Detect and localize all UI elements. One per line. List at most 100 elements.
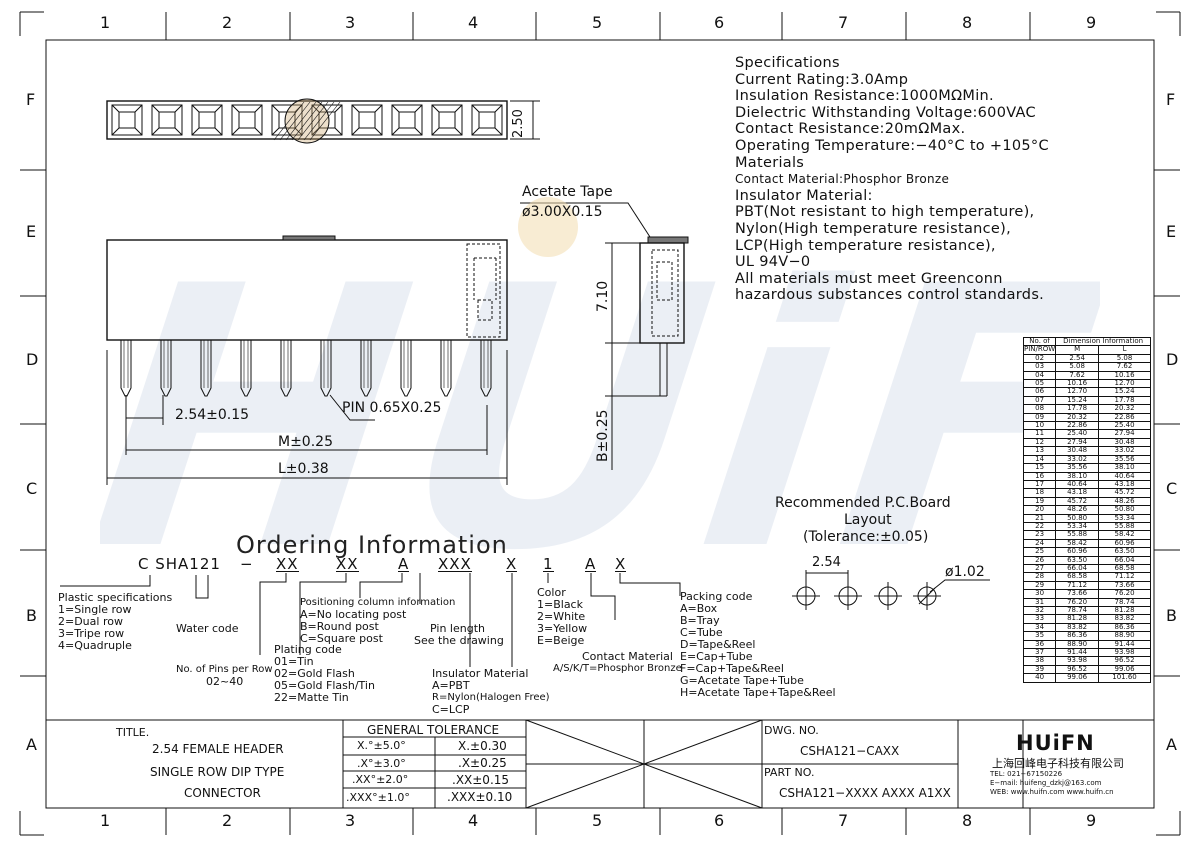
- dim-head: Dimension Information: [1055, 336, 1151, 347]
- tolerance-cell: .XXX±0.10: [447, 790, 513, 804]
- spec-line: Operating Temperature:−40°C to +105°C: [735, 137, 1049, 154]
- pitch-label: 2.54±0.15: [175, 407, 250, 423]
- contact-bevel: [311, 104, 343, 136]
- col-label-bottom: 6: [714, 811, 725, 830]
- table-cell: 33.02: [1098, 446, 1151, 456]
- positioning-line: C=Square post: [300, 632, 383, 645]
- table-cell: 35.56: [1055, 463, 1100, 473]
- spec-line: hazardous substances control standards.: [735, 287, 1045, 304]
- positioning-line: Positioning column information: [300, 597, 456, 608]
- packing-line: D=Tape&Reel: [680, 638, 756, 651]
- color-line: 3=Yellow: [537, 622, 588, 635]
- title-line: SINGLE ROW DIP TYPE: [150, 765, 285, 779]
- table-cell: 99.06: [1055, 673, 1100, 683]
- contact-cell: [151, 104, 183, 136]
- code-part: −: [240, 555, 254, 573]
- pin-inner: [483, 340, 489, 388]
- spec-line: UL 94V−0: [735, 254, 811, 271]
- table-cell: 73.66: [1055, 589, 1100, 599]
- contact-bevel: [231, 104, 263, 136]
- spec-line: Insulator Material:: [735, 187, 873, 204]
- contact-cell: [311, 104, 343, 136]
- table-cell: 35: [1022, 631, 1057, 641]
- row-label: D: [26, 350, 39, 369]
- col-label: 7: [838, 13, 849, 32]
- table-cell: 03: [1022, 362, 1057, 372]
- table-cell: 25: [1022, 547, 1057, 557]
- col-label-bottom: 9: [1086, 811, 1097, 830]
- code-part: XX: [336, 555, 359, 573]
- col-label: 3: [345, 13, 356, 32]
- title-line: 2.54 FEMALE HEADER: [152, 742, 284, 756]
- water-code: Water code: [176, 622, 239, 635]
- table-cell: 20.32: [1098, 404, 1151, 414]
- contact-bevel: [191, 104, 223, 136]
- packing-line: F=Cap+Tape&Reel: [680, 662, 784, 675]
- plating-line: 02=Gold Flash: [274, 667, 355, 680]
- hatch-line: [285, 101, 317, 141]
- pin-length: Pin length: [430, 622, 485, 635]
- row-label-right: F: [1166, 90, 1176, 109]
- table-cell: 55.88: [1055, 530, 1100, 540]
- row-label: E: [26, 222, 37, 241]
- ordering-title: Ordering Information: [236, 531, 508, 559]
- table-cell: 38.10: [1098, 463, 1151, 473]
- packing-line: E=Cap+Tube: [680, 650, 753, 663]
- table-cell: 88.90: [1098, 631, 1151, 641]
- contact-cell: [391, 104, 423, 136]
- contact-bevel: [151, 104, 183, 136]
- color-line: 2=White: [537, 610, 586, 623]
- tolerance-cell: .X°±3.0°: [357, 757, 406, 770]
- code-part: A: [585, 555, 597, 573]
- plating-line: 22=Matte Tin: [274, 691, 349, 704]
- contact-cell: [351, 104, 383, 136]
- packing-line: Packing code: [680, 590, 753, 603]
- contact-cell: [231, 104, 263, 136]
- plastic-line: Plastic specifications: [58, 591, 173, 604]
- color-code: Color 1=Black 2=White 3=Yellow E=Beige: [537, 587, 587, 647]
- plastic-spec: Plastic specifications 1=Single row 2=Du…: [58, 592, 172, 652]
- code-part: X: [506, 555, 518, 573]
- table-cell: 30: [1022, 589, 1057, 599]
- contact-bevel: [431, 104, 463, 136]
- tolerance-header: GENERAL TOLERANCE: [367, 723, 500, 737]
- spec-line: Insulation Resistance:1000MΩMin.: [735, 88, 994, 105]
- table-cell: 43.18: [1055, 488, 1100, 498]
- contact-hole: [478, 111, 496, 129]
- contact-cell: [471, 104, 503, 136]
- company-name: 上海回峰电子科技有限公司: [992, 757, 1124, 770]
- row-label-right: A: [1166, 735, 1177, 754]
- dwg-number: CSHA121−CAXX: [800, 744, 900, 758]
- pin-inner: [403, 340, 409, 388]
- positioning-line: A=No locating post: [300, 608, 407, 621]
- table-cell: 7.62: [1098, 362, 1151, 372]
- row-label-right: C: [1166, 479, 1178, 498]
- insulator-material: Insulator Material A=PBT R=Nylon(Halogen…: [432, 668, 550, 716]
- col-label: 6: [714, 13, 725, 32]
- hatch-line: [291, 101, 323, 141]
- plastic-line: 1=Single row: [58, 603, 132, 616]
- pcb-hole: ø1.02: [945, 564, 985, 580]
- contact-hole: [438, 111, 456, 129]
- tolerance-cell: X.°±5.0°: [357, 739, 406, 752]
- company-logo: HUiFN: [1016, 731, 1095, 755]
- packing-line: C=Tube: [680, 626, 723, 639]
- company-email: E−mail: huifeng_dzkj@163.com: [990, 779, 1102, 787]
- table-cell: 60.96: [1055, 547, 1100, 557]
- table-cell: 20: [1022, 505, 1057, 515]
- pin: [440, 340, 452, 397]
- plating-line: 05=Gold Flash/Tin: [274, 679, 375, 692]
- company-web: WEB: www.huifn.com www.huifn.cn: [990, 788, 1114, 796]
- pins-range: 02~40: [206, 675, 244, 688]
- col-label-bottom: 4: [468, 811, 479, 830]
- hatch-line: [309, 101, 341, 141]
- contact-material: Contact Material: [582, 650, 673, 663]
